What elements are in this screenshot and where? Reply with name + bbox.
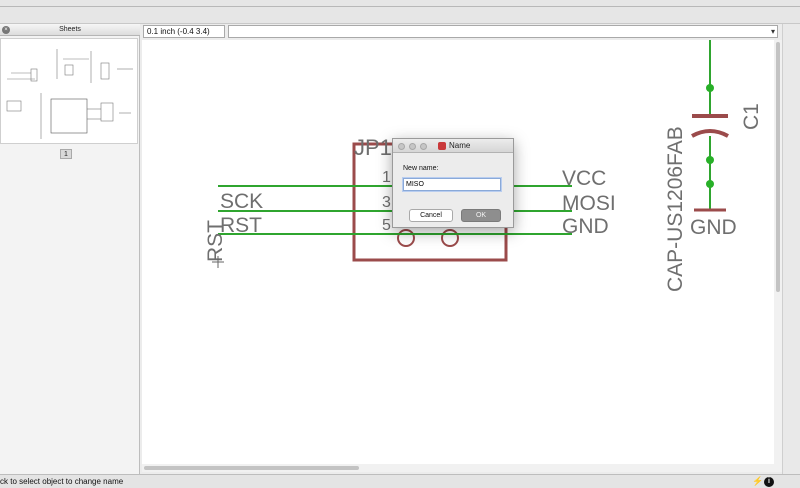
dialog-title: Name bbox=[449, 141, 471, 150]
jp1-pin-circle bbox=[397, 229, 415, 247]
pin-number-3: 3 bbox=[382, 194, 391, 211]
sheet-thumbnail[interactable] bbox=[0, 38, 138, 144]
pin-number-5: 5 bbox=[382, 217, 391, 234]
schematic-svg: JP1 1 3 5 SCK RST VCC MOSI GND RST GND C… bbox=[204, 40, 763, 292]
cap-value-label[interactable]: CAP-US1206FAB bbox=[664, 126, 687, 292]
name-dialog: Name New name: Cancel OK bbox=[392, 138, 514, 228]
new-name-input[interactable] bbox=[403, 178, 501, 191]
schematic-canvas[interactable]: JP1 1 3 5 SCK RST VCC MOSI GND RST GND C… bbox=[142, 40, 774, 464]
horizontal-scrollbar[interactable] bbox=[142, 464, 782, 472]
vertical-scroll-thumb[interactable] bbox=[776, 42, 780, 292]
junction-dot bbox=[706, 84, 714, 92]
ok-button[interactable]: OK bbox=[461, 209, 501, 222]
zoom-window-button[interactable] bbox=[420, 143, 427, 150]
part-name-label[interactable]: JP1 bbox=[354, 135, 392, 160]
junction-dot bbox=[706, 180, 714, 188]
sheets-title: Sheets bbox=[59, 26, 81, 33]
close-icon[interactable]: × bbox=[2, 26, 10, 34]
right-tool-edge bbox=[782, 24, 800, 474]
dialog-titlebar[interactable]: Name bbox=[393, 139, 513, 153]
window-top-strip bbox=[0, 0, 800, 24]
pin-number-1: 1 bbox=[382, 169, 391, 186]
horizontal-scroll-thumb[interactable] bbox=[144, 466, 359, 470]
chevron-down-icon[interactable]: ▾ bbox=[770, 27, 775, 36]
net-label-vcc[interactable]: VCC bbox=[562, 167, 606, 190]
net-label-rst-rotated[interactable]: RST bbox=[204, 220, 227, 262]
sheets-panel: × Sheets 1 bbox=[0, 24, 140, 474]
net-label-gnd[interactable]: GND bbox=[562, 215, 609, 238]
net-label-mosi[interactable]: MOSI bbox=[562, 192, 616, 215]
cap-name-label[interactable]: C1 bbox=[740, 103, 763, 130]
vertical-scrollbar[interactable] bbox=[774, 40, 782, 464]
jp1-pin-circle bbox=[441, 229, 459, 247]
cap-gnd-label[interactable]: GND bbox=[690, 216, 737, 239]
minimize-window-button[interactable] bbox=[409, 143, 416, 150]
junction-dot bbox=[706, 156, 714, 164]
tab-strip bbox=[0, 0, 800, 7]
info-icon[interactable]: i bbox=[764, 477, 774, 487]
coordinate-display: 0.1 inch (-0.4 3.4) bbox=[143, 25, 225, 38]
sheets-header: × Sheets bbox=[0, 24, 140, 36]
sheet-number-badge[interactable]: 1 bbox=[60, 149, 72, 159]
net-label-rst[interactable]: RST bbox=[220, 214, 262, 237]
new-name-label: New name: bbox=[403, 165, 439, 172]
lightning-icon: ⚡ bbox=[752, 476, 764, 486]
net-label-sck[interactable]: SCK bbox=[220, 190, 263, 213]
cap-plate-bottom bbox=[691, 129, 729, 138]
status-message: ck to select object to change name bbox=[0, 477, 124, 486]
cancel-button[interactable]: Cancel bbox=[409, 209, 453, 222]
app-icon bbox=[438, 142, 446, 150]
command-input[interactable]: ▾ bbox=[228, 25, 778, 38]
status-bar: ck to select object to change name ⚡ i bbox=[0, 474, 800, 488]
close-window-button[interactable] bbox=[398, 143, 405, 150]
thumbnail-preview bbox=[6, 49, 133, 139]
